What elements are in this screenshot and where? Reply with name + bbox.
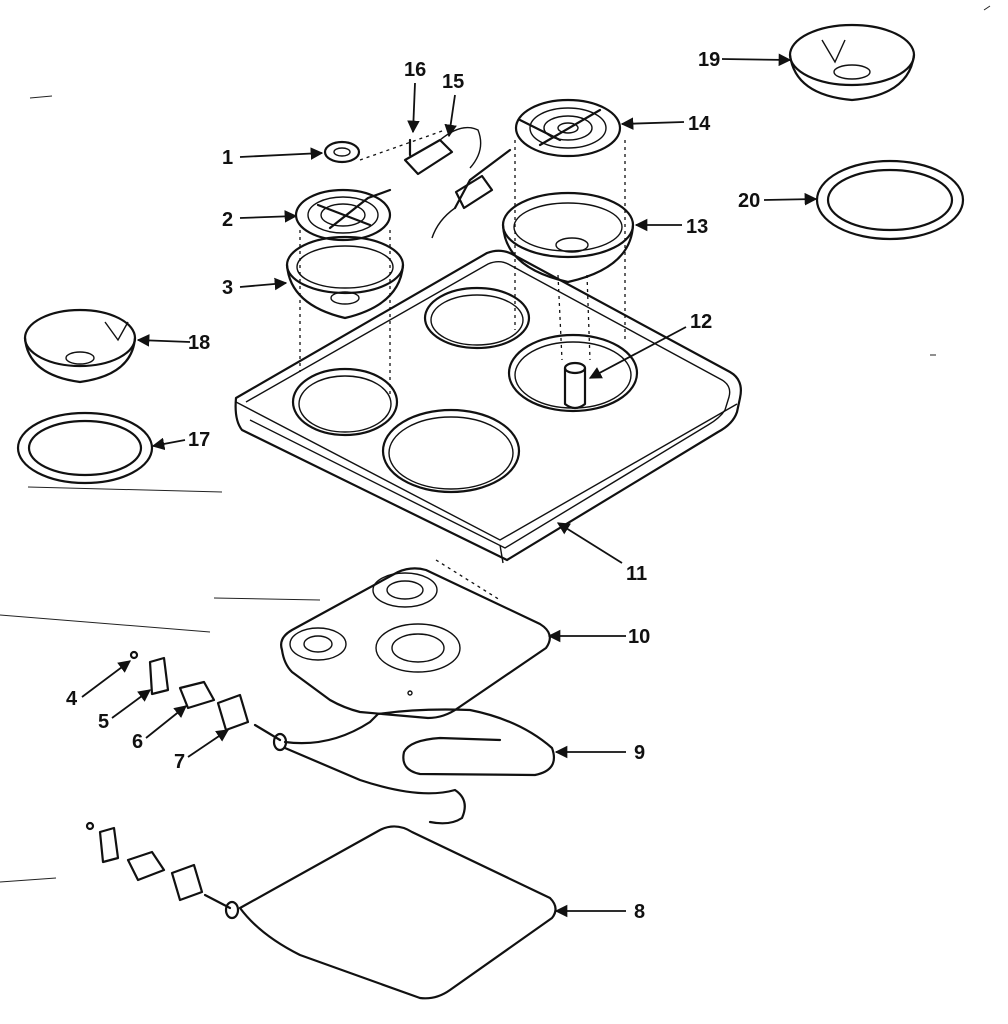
part-label-5: 5: [98, 711, 109, 733]
part-label-8: 8: [634, 901, 645, 923]
terminal-block-icon: [178, 680, 216, 710]
large-drip-bowl-icon: [501, 191, 635, 284]
small-drip-bowl-icon: [285, 235, 405, 320]
part-labels: 1 2 3 4 5 6 7 8 9 10 11 12 13 14 15 16 1…: [66, 49, 760, 923]
bracket-icon: [148, 656, 170, 696]
small-coil-element-icon: [294, 188, 392, 242]
part-label-6: 6: [132, 731, 143, 753]
trim-ring-large-icon: [815, 159, 965, 241]
part-label-19: 19: [698, 49, 720, 71]
part-label-11: 11: [626, 563, 647, 585]
part-label-15: 15: [442, 71, 464, 93]
part-label-13: 13: [686, 216, 708, 238]
hardware-upper: [129, 650, 288, 752]
part-label-7: 7: [174, 751, 185, 773]
wire-harness-upper-icon: [283, 708, 556, 825]
part-label-2: 2: [222, 209, 233, 231]
part-label-14: 14: [688, 113, 711, 135]
trim-ring-small-icon: [16, 411, 154, 485]
part-label-9: 9: [634, 742, 645, 764]
alignment-lines: [299, 129, 626, 601]
connector-icon: [403, 126, 482, 176]
part-label-12: 12: [690, 311, 712, 333]
knob-cap-icon: [323, 140, 361, 164]
part-label-1: 1: [222, 147, 233, 169]
part-label-16: 16: [404, 59, 426, 81]
hardware-lower: [85, 821, 240, 920]
drip-bowl-spare-icon: [23, 308, 137, 384]
scan-marks: [0, 5, 991, 883]
part-label-4: 4: [66, 688, 78, 710]
part-label-10: 10: [628, 626, 650, 648]
cooktop-icon: [234, 249, 742, 564]
part-label-3: 3: [222, 277, 233, 299]
part-label-18: 18: [188, 332, 210, 354]
part-label-20: 20: [738, 190, 760, 212]
wire-harness-lower-icon: [238, 825, 557, 1000]
leader-arrows: [81, 53, 818, 918]
heat-shield-icon: [280, 567, 551, 720]
large-coil-element-icon: [431, 98, 622, 239]
drip-bowl-spare-large-icon: [788, 23, 916, 102]
receptacle-icon: [216, 693, 250, 732]
support-post-icon: [563, 361, 587, 410]
part-label-17: 17: [188, 429, 210, 451]
screw-icon: [129, 650, 139, 660]
